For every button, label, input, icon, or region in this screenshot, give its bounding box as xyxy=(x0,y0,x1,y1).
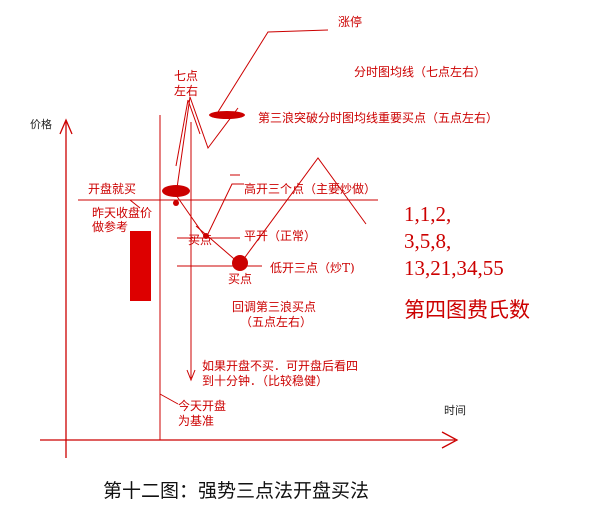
yesterday-candle xyxy=(130,231,151,301)
flat-open-label: 平开（正常） xyxy=(244,229,316,243)
buy-point-label-1: 买点 xyxy=(188,233,212,247)
open-buy-label: 开盘就买 xyxy=(88,181,136,196)
limit-up-label: 涨停 xyxy=(338,14,362,29)
y-axis-arrow xyxy=(59,118,73,135)
y-axis-label: 价格 xyxy=(30,117,52,131)
note-label-1: 如果开盘不买．可开盘后看四 xyxy=(202,358,358,373)
fib-line-1: 1,1,2, xyxy=(404,202,451,226)
x-axis-arrow xyxy=(441,431,459,449)
note-label-2: 到十分钟．（比较稳健） xyxy=(202,373,328,388)
seven-left-arrows xyxy=(175,99,201,167)
pullback-label-2: （五点左右） xyxy=(240,314,312,329)
seven-left-label-1: 七点 xyxy=(174,69,198,83)
buy-point-label-2: 买点 xyxy=(228,272,252,286)
low-buy-marker xyxy=(232,255,248,271)
fib-line-3: 13,21,34,55 xyxy=(404,256,504,280)
x-axis-label: 时间 xyxy=(444,404,466,417)
high-open-path xyxy=(175,96,239,196)
low-open-path xyxy=(195,157,367,265)
today-open-pointer xyxy=(159,393,179,405)
high-open-label: 高开三个点（主要炒做） xyxy=(244,181,376,196)
limit-up-line xyxy=(217,29,329,113)
avg-line-breakout-marker xyxy=(209,111,245,119)
today-open-label-2: 为基准 xyxy=(178,414,214,428)
open-buy-marker xyxy=(162,185,190,197)
guide-lines xyxy=(159,115,192,440)
prev-close-label-2: 做参考 xyxy=(92,219,128,234)
today-open-label-1: 今天开盘 xyxy=(178,398,226,413)
avg-line-label: 分时图均线（七点左右） xyxy=(354,64,486,79)
fib-line-2: 3,5,8, xyxy=(404,229,451,253)
seven-left-label-2: 左右 xyxy=(174,83,198,98)
low-open-label: 低开三点（炒T) xyxy=(270,261,355,275)
flat-buy-marker xyxy=(203,233,209,239)
note-arrowhead xyxy=(186,369,196,382)
fib-caption: 第四图费氏数 xyxy=(404,298,530,322)
prev-close-label-1: 昨天收盘价 xyxy=(92,205,152,220)
pullback-label-1: 回调第三浪买点 xyxy=(232,299,316,314)
path-branch xyxy=(175,183,244,239)
axes xyxy=(40,118,459,458)
price-levels xyxy=(78,174,378,267)
candle-pointer xyxy=(129,199,141,209)
diagram-title: 第十二图：强势三点法开盘买法 xyxy=(103,480,369,502)
open-small-marker xyxy=(173,200,179,206)
third-wave-label: 第三浪突破分时图均线重要买点（五点左右） xyxy=(258,110,498,125)
